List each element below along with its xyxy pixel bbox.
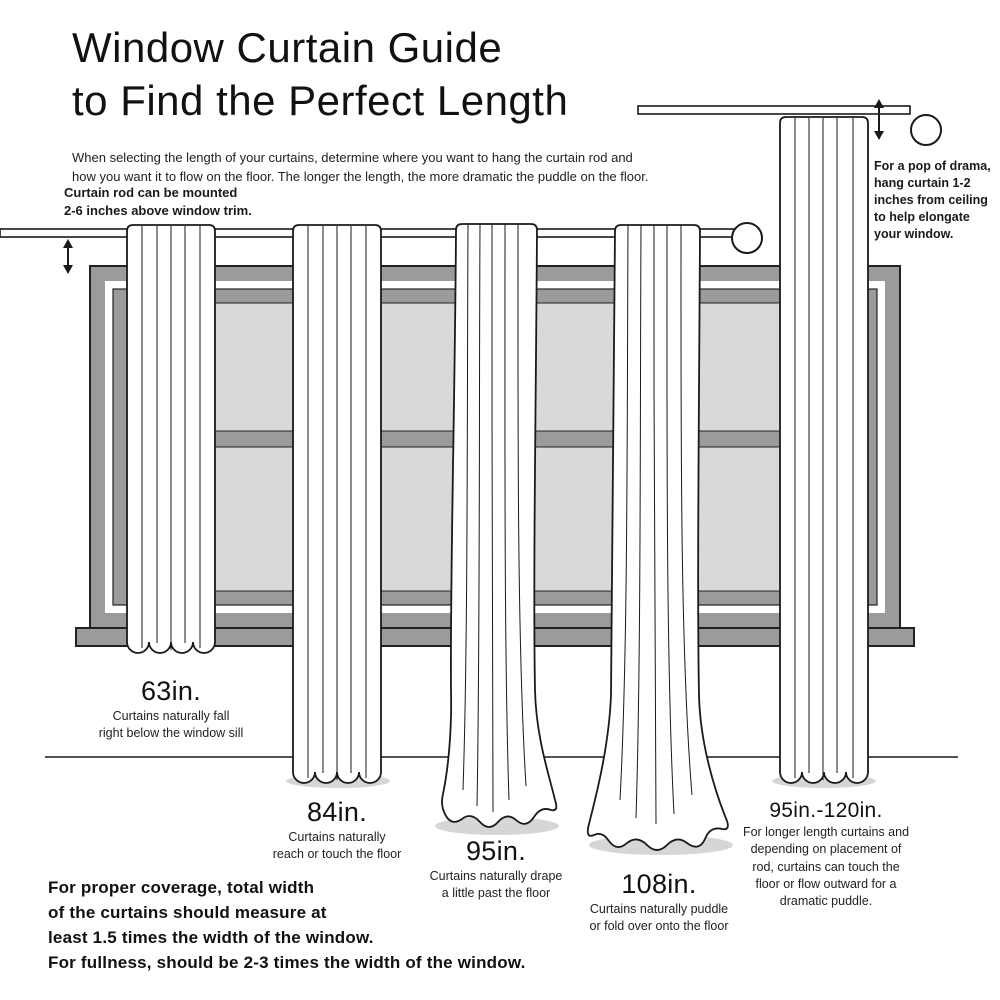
mount-height-arrow-icon — [63, 239, 73, 274]
ceiling-gap-arrow-icon — [874, 99, 884, 140]
length-label-63in: 63in. — [140, 676, 202, 706]
curtain-95-120in — [779, 116, 869, 784]
length-label-95in: 95in. — [465, 836, 527, 866]
ceiling-rod-finial-ball — [910, 114, 942, 146]
length-label-95-120in: 95in.-120in. — [769, 799, 883, 822]
curtain-63in — [126, 224, 216, 654]
ceiling-curtain-rod — [637, 105, 942, 146]
length-caption-84in: Curtains naturally reach or touch the fl… — [272, 830, 402, 862]
length-label-108in: 108in. — [621, 869, 697, 899]
length-label-84in: 84in. — [306, 797, 368, 827]
curtain-95in — [441, 223, 558, 828]
ceiling-hang-tip: For a pop of drama, hang curtain 1-2 inc… — [874, 159, 991, 241]
curtain-108in — [586, 224, 729, 851]
length-caption-63in: Curtains naturally fall right below the … — [98, 709, 244, 741]
coverage-width-note: For proper coverage, total width of the … — [48, 878, 526, 972]
rod-finial-ball — [731, 222, 763, 254]
length-caption-95in: Curtains naturally drape a little past t… — [429, 869, 563, 901]
page-title: Window Curtain Guide to Find the Perfect… — [72, 24, 569, 124]
curtain-84in — [292, 224, 382, 784]
rod-mount-note: Curtain rod can be mounted 2-6 inches ab… — [64, 185, 252, 218]
length-caption-95-120in: For longer length curtains and depending… — [742, 825, 910, 908]
intro-paragraph: When selecting the length of your curtai… — [72, 150, 649, 184]
length-caption-108in: Curtains naturally puddle or fold over o… — [589, 902, 729, 934]
